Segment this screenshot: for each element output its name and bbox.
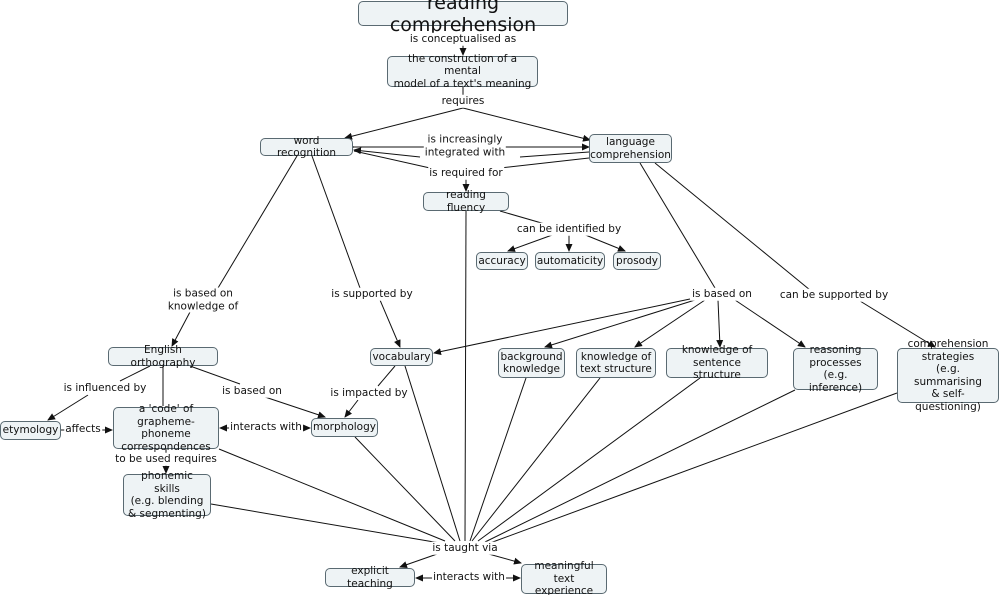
node-reading-fluency[interactable]: reading fluency — [423, 189, 509, 214]
node-grapheme-phoneme-code[interactable]: a 'code' of grapheme-phoneme corresponde… — [113, 403, 219, 453]
edge-based-on-knowledge-to-orthography — [171, 311, 191, 347]
edge-supported-by-to-vocabulary — [379, 299, 401, 348]
edge-vocabulary-to-impacted-by — [377, 365, 396, 387]
link-label-is-taught-via: is taught via — [431, 541, 499, 555]
link-label-is-based-on-knowledge-of: is based on knowledge of — [166, 287, 240, 313]
link-label-is-based-on-orthography: is based on — [221, 384, 283, 398]
node-automaticity[interactable]: automaticity — [535, 252, 605, 270]
edge-taught-to-explicit — [399, 552, 441, 568]
edge-based-on-to-vocabulary — [433, 298, 691, 355]
link-label-is-conceptualised-as: is conceptualised as — [408, 32, 518, 46]
node-comprehension-strategies[interactable]: comprehension strategies (e.g. summarisi… — [897, 338, 999, 413]
edge-text-structure-to-taught — [471, 377, 601, 542]
edge-can-be-supported-to-strategies — [859, 300, 936, 348]
node-meaningful-text-experience[interactable]: meaningful text experience — [521, 560, 607, 595]
node-word-recognition[interactable]: word recognition — [260, 135, 353, 159]
edge-fluency-to-identified-by — [499, 210, 546, 225]
edge-based-on-to-background — [544, 299, 696, 349]
edge-code-to-taught — [218, 448, 446, 542]
link-label-is-supported-by: is supported by — [330, 287, 414, 301]
edge-based-on-to-reasoning — [734, 299, 806, 348]
edge-reasoning-to-taught — [484, 389, 796, 543]
edge-fluency-to-taught — [464, 210, 467, 542]
link-label-requires: requires — [440, 94, 486, 108]
edge-lc-to-based-on — [639, 162, 716, 289]
edge-sentence-structure-to-taught — [477, 377, 701, 542]
link-label-interacts-with-teaching: interacts with — [432, 570, 506, 584]
node-english-orthography[interactable]: English orthography — [108, 344, 218, 369]
node-background-knowledge[interactable]: background knowledge — [498, 348, 565, 378]
link-label-is-increasingly-integrated-with: is increasingly integrated with — [423, 133, 507, 159]
edge-based-on-to-sentence-structure — [716, 299, 724, 348]
node-language-comprehension[interactable]: language comprehension — [589, 134, 672, 163]
edge-orthography-to-influenced-by — [119, 365, 151, 382]
node-accuracy[interactable]: accuracy — [476, 252, 528, 270]
link-label-is-based-on: is based on — [691, 287, 753, 301]
edge-wr-to-based-on-knowledge — [217, 155, 298, 289]
edge-wr-to-required-for — [353, 150, 431, 169]
edge-based-on-to-morphology — [264, 396, 326, 419]
node-prosody[interactable]: prosody — [613, 252, 661, 270]
node-reasoning-processes[interactable]: reasoning processes (e.g. inference) — [793, 344, 878, 394]
link-label-is-required-for: is required for — [428, 166, 504, 180]
node-explicit-teaching[interactable]: explicit teaching — [325, 565, 415, 590]
link-label-can-be-identified-by: can be identified by — [515, 222, 623, 236]
edge-lc-to-required-for — [499, 157, 590, 169]
link-label-is-impacted-by: is impacted by — [329, 386, 409, 400]
node-knowledge-text-structure[interactable]: knowledge of text structure — [576, 348, 656, 378]
link-label-is-influenced-by: is influenced by — [62, 381, 148, 395]
edge-requires-to-language-comprehension — [462, 107, 591, 142]
edge-requires-to-word-recognition — [344, 107, 464, 140]
edge-integrated-low-right — [519, 151, 590, 158]
link-label-interacts-with: interacts with — [229, 420, 303, 434]
edge-lc-to-can-be-supported — [654, 162, 811, 291]
link-label-can-be-supported-by: can be supported by — [778, 288, 890, 302]
edge-orthography-to-based-on — [189, 365, 241, 385]
link-label-to-be-used-requires: to be used requires — [114, 452, 218, 466]
edge-phonemic-to-taught — [210, 503, 441, 544]
edge-taught-to-meaningful — [484, 552, 522, 565]
edge-identified-to-prosody — [582, 233, 626, 252]
node-etymology[interactable]: etymology — [0, 421, 61, 440]
edge-integrated-low — [353, 147, 421, 158]
edge-identified-to-accuracy — [507, 233, 556, 252]
link-label-affects: affects — [64, 422, 102, 436]
node-reading-comprehension[interactable]: reading comprehension — [358, 0, 568, 36]
node-morphology[interactable]: morphology — [311, 418, 378, 437]
edge-impacted-by-to-morphology — [344, 399, 359, 418]
edge-wr-to-supported-by — [311, 155, 361, 289]
node-phonemic-skills[interactable]: phonemic skills (e.g. blending & segment… — [123, 470, 211, 520]
edge-strategies-to-taught — [489, 392, 898, 544]
edge-vocab-to-taught — [404, 365, 461, 542]
edge-based-on-to-text-structure — [634, 299, 706, 348]
node-mental-model[interactable]: the construction of a mental model of a … — [387, 53, 538, 90]
node-knowledge-sentence-structure[interactable]: knowledge of sentence structure — [666, 344, 768, 381]
edge-influenced-by-to-etymology — [47, 394, 89, 421]
edge-background-to-taught — [469, 377, 527, 542]
node-vocabulary[interactable]: vocabulary — [370, 348, 433, 366]
edge-morph-to-taught — [354, 436, 456, 542]
